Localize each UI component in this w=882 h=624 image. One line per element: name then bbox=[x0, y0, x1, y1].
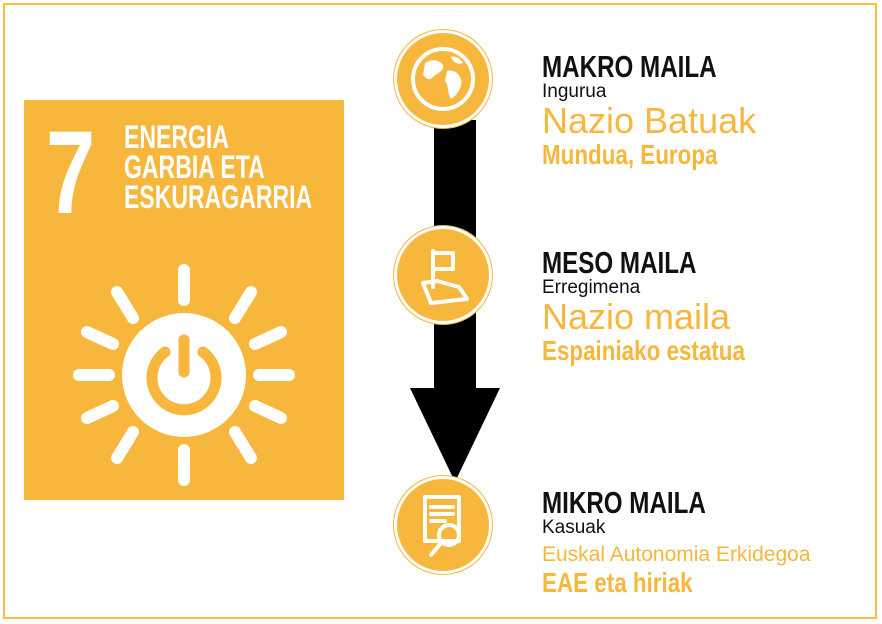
document-search-icon bbox=[423, 495, 461, 557]
globe-icon bbox=[411, 47, 475, 111]
sdg-title-line: ENERGIA bbox=[124, 119, 229, 155]
level-subtitle: Ingurua bbox=[542, 81, 607, 102]
level-scope: Mundua, Europa bbox=[542, 139, 718, 170]
level-makro: MAKRO MAILA Ingurua Nazio Batuak Mundua,… bbox=[542, 49, 766, 170]
sdg-number: 7 bbox=[46, 107, 96, 239]
sdg-title: ENERGIA GARBIA ETA ESKURAGARRIA bbox=[124, 119, 313, 215]
sdg7-card: 7 ENERGIA GARBIA ETA ESKURAGARRIA bbox=[24, 100, 344, 500]
level-place: Nazio Batuak bbox=[542, 100, 757, 141]
document-search-icon-circle bbox=[394, 476, 492, 574]
globe-icon-circle bbox=[394, 30, 492, 128]
level-scope: EAE eta hiriak bbox=[542, 567, 693, 598]
sun-power-icon bbox=[73, 264, 295, 486]
level-title: MESO MAILA bbox=[542, 245, 697, 280]
flag-map-icon bbox=[421, 249, 469, 305]
level-place: Euskal Autonomia Erkidegoa bbox=[542, 543, 811, 566]
sdg-title-line: ESKURAGARRIA bbox=[124, 179, 313, 215]
level-place: Nazio maila bbox=[542, 296, 731, 337]
level-subtitle: Kasuak bbox=[542, 517, 606, 538]
diagram-frame bbox=[3, 3, 877, 619]
sdg-title-line: GARBIA ETA bbox=[124, 149, 265, 185]
level-title: MIKRO MAILA bbox=[542, 485, 706, 520]
flag-map-icon-circle bbox=[394, 226, 492, 324]
level-subtitle: Erregimena bbox=[542, 277, 641, 298]
level-title: MAKRO MAILA bbox=[542, 49, 717, 84]
level-scope: Espainiako estatua bbox=[542, 335, 745, 366]
level-mikro: MIKRO MAILA Kasuak Euskal Autonomia Erki… bbox=[542, 485, 811, 598]
level-meso: MESO MAILA Erregimena Nazio maila Espain… bbox=[542, 245, 796, 366]
